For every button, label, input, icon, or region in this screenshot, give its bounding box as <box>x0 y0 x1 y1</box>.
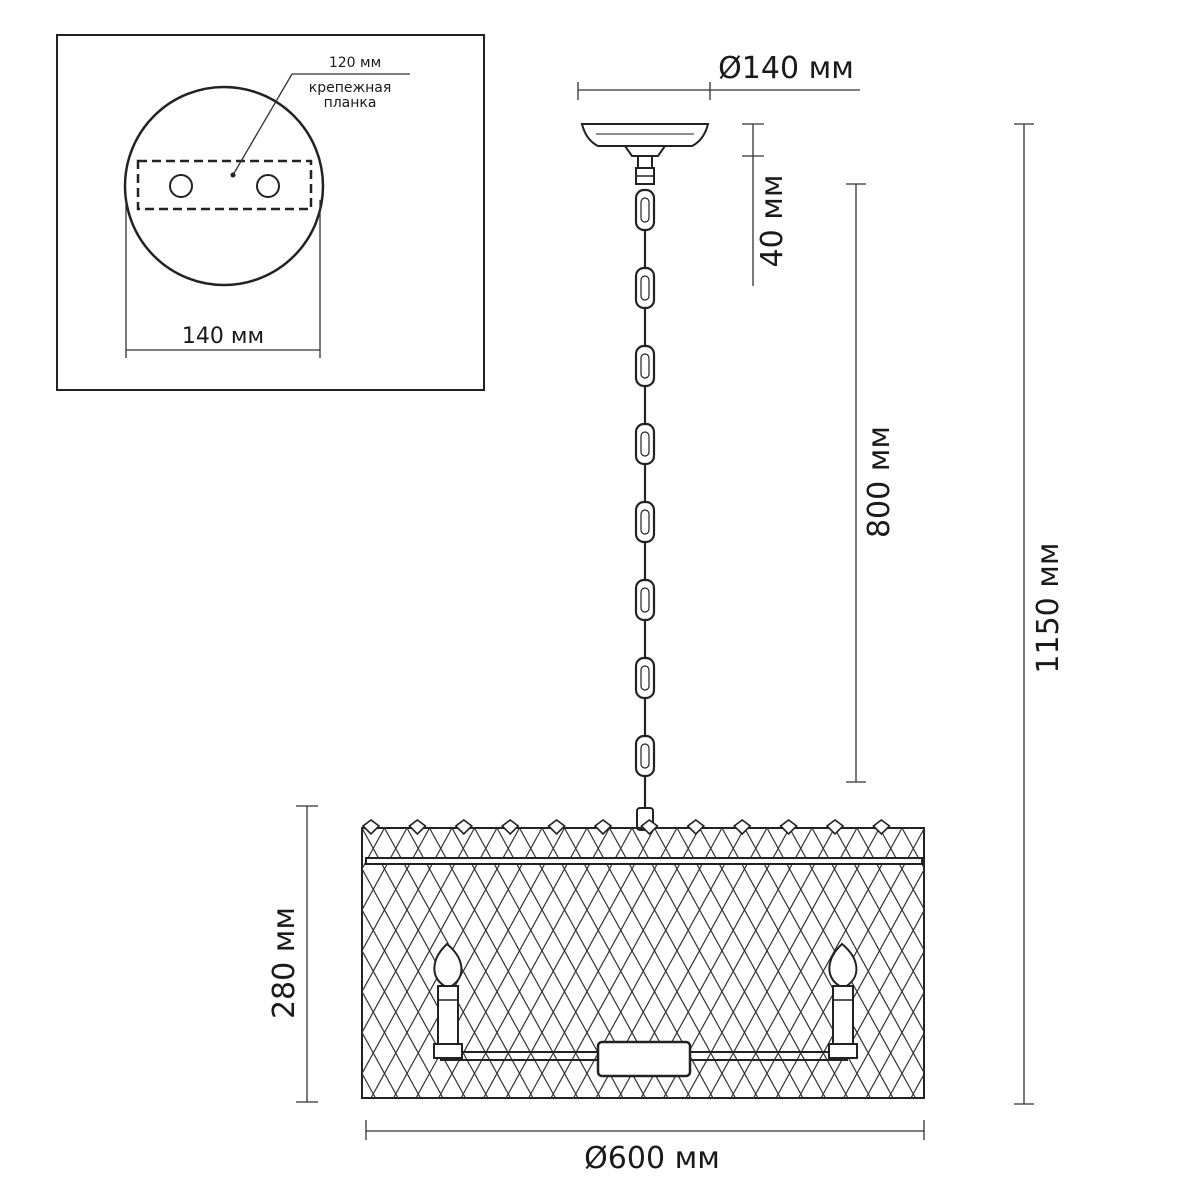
plate-width-label: 120 мм <box>329 55 381 71</box>
crystal-bead <box>500 819 520 836</box>
lattice-strand <box>833 828 924 992</box>
shade-height-label: 280 мм <box>267 907 302 1019</box>
lattice-strand <box>685 828 836 1098</box>
chain-link-inner <box>640 665 650 691</box>
shade-diameter-label: Ø600 мм <box>584 1141 720 1176</box>
plate-name-line2: планка <box>324 95 377 111</box>
crystal-bead <box>408 819 427 836</box>
crystal-bead <box>454 819 474 836</box>
plate-leader-line <box>232 73 293 176</box>
lattice-strand <box>362 828 498 1075</box>
chain-icon <box>634 188 656 831</box>
lattice-strand <box>923 828 924 829</box>
lattice-strand <box>362 828 408 912</box>
lattice-strand <box>934 828 1083 1098</box>
canopy-plan-circle <box>123 85 325 287</box>
mounting-plate-outline <box>136 159 313 211</box>
shade-diameter-dimension: Ø600 мм <box>365 1120 925 1176</box>
canopy-height-dimension: 40 мм <box>742 123 790 286</box>
crystal-bead <box>361 819 381 836</box>
shade-top-band <box>365 857 923 865</box>
lattice-strand <box>362 949 444 1098</box>
lattice-strand <box>811 828 924 1033</box>
lattice-strand <box>865 991 924 1098</box>
lattice-strand <box>752 828 903 1098</box>
total-height-dimension: 1150 мм <box>1014 123 1066 1105</box>
candle-bulb-icon <box>828 942 858 1059</box>
total-height-label: 1150 мм <box>1031 542 1066 673</box>
canopy-diameter-label: Ø140 мм <box>718 51 854 86</box>
lattice-strand <box>460 828 611 1098</box>
chain-link-inner <box>640 197 650 223</box>
frame-hub <box>596 1040 692 1078</box>
lattice-shade-icon <box>92 819 1173 1099</box>
chain-link <box>634 578 656 622</box>
lattice-strand <box>1001 828 1150 1098</box>
chain-link-inner <box>640 743 650 769</box>
plate-name-line1: крепежная <box>309 80 392 96</box>
lattice-strand <box>92 828 241 1098</box>
ceiling-canopy-icon <box>580 123 710 185</box>
lattice-strand <box>115 828 264 1098</box>
chain-link-inner <box>640 509 650 535</box>
lattice-strand <box>878 828 924 911</box>
chain-link <box>634 188 656 232</box>
candle-bulb-icon <box>433 942 463 1059</box>
lattice-strand <box>137 828 286 1098</box>
lattice-strand <box>362 828 476 1034</box>
lattice-strand <box>887 1032 924 1098</box>
crystal-bead <box>779 819 798 836</box>
screw-hole-right <box>256 174 280 198</box>
lattice-strand <box>956 828 1105 1098</box>
chain-length-label: 800 мм <box>862 426 897 538</box>
crystal-bead <box>732 819 752 836</box>
chain-link <box>634 422 656 466</box>
lattice-strand <box>910 1073 924 1098</box>
mounting-detail-inset: 120 мм крепежная планка 140 мм <box>56 34 485 391</box>
lattice-strand <box>1024 828 1173 1098</box>
crystal-bead <box>686 819 706 836</box>
crystal-bead <box>547 819 566 836</box>
canopy-diameter-dimension: Ø140 мм <box>577 51 860 100</box>
chain-link <box>634 266 656 310</box>
chain-link-inner <box>640 353 650 379</box>
lattice-strand <box>392 828 543 1098</box>
chain-link-inner <box>640 275 650 301</box>
chain-link <box>634 500 656 544</box>
lattice-strand <box>856 828 924 952</box>
chain-link-inner <box>640 431 650 457</box>
shade-top-crystals <box>361 819 891 836</box>
chain-length-dimension: 800 мм <box>846 183 897 783</box>
chain-link <box>634 344 656 388</box>
chain-link <box>634 656 656 700</box>
crystal-bead <box>640 819 659 836</box>
lattice-strand <box>182 828 331 1098</box>
screw-hole-left <box>169 174 193 198</box>
lattice-strand <box>842 950 924 1098</box>
crystal-bead <box>593 819 613 836</box>
lattice-strand <box>362 828 453 993</box>
inset-frame <box>56 34 485 391</box>
lattice-strand <box>979 828 1128 1098</box>
chain-link <box>634 734 656 778</box>
chain-link-inner <box>640 587 650 613</box>
crystal-bead <box>825 819 845 836</box>
shade-height-dimension: 280 мм <box>267 805 318 1103</box>
lattice-strand <box>362 828 431 952</box>
canopy-height-label: 40 мм <box>755 175 790 268</box>
canopy-width-label: 140 мм <box>182 324 264 349</box>
crystal-bead <box>872 819 891 836</box>
